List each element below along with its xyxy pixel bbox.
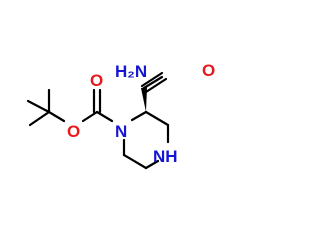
bond-carbonyl-c-to-ring-n	[95, 110, 114, 123]
bond-tbu-c-methyl-left	[26, 99, 51, 114]
bond-amide-double-2	[144, 77, 168, 94]
atom-label-amide-nh2: H₂N	[115, 62, 147, 81]
atom-label-ring-nh: NH	[153, 147, 178, 166]
bond-amide-double-1	[140, 71, 164, 88]
molecule-canvas: H₂N O O O N NH	[26, 61, 215, 170]
bond-tbu-c-to-ester-o	[47, 110, 66, 123]
bond-amide-c-to-nh2	[142, 75, 164, 90]
bond-ester-o-to-carbonyl-c	[81, 110, 99, 123]
bond-ring-c5-c6	[122, 153, 148, 170]
bond-ring-n1-c2	[130, 110, 148, 122]
structure-diagram: H₂N O O O N NH	[26, 61, 215, 170]
atom-label-ring-n1: N	[115, 122, 127, 141]
atom-label-ester-o: O	[67, 122, 80, 141]
bond-ring-n4-c5	[144, 159, 160, 170]
bond-tbu-c-methyl-bottom	[28, 110, 51, 127]
atom-label-carbonyl-o: O	[90, 71, 103, 90]
wedge-bond-c2-to-amide-c	[141, 87, 147, 112]
atom-label-amide-o: O	[202, 61, 215, 80]
bond-ring-c2-c3	[144, 110, 170, 127]
